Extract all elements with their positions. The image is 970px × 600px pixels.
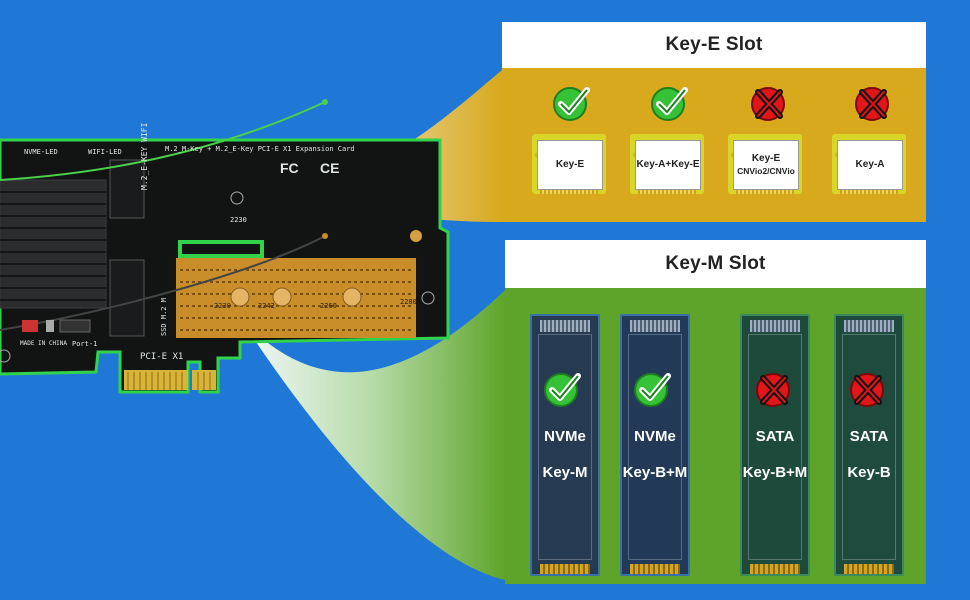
key-m-title: Key-M Slot bbox=[505, 240, 926, 288]
wifi-card: Key-E CNVio2/CNVio bbox=[728, 134, 802, 194]
port-label: Port-1 bbox=[72, 340, 98, 348]
wifi-m2-connector bbox=[109, 159, 145, 219]
wifi-card-sublabel: CNVio2/CNVio bbox=[737, 166, 795, 176]
screw-hole bbox=[230, 191, 244, 205]
size-2230-m-label: 2230 bbox=[214, 302, 231, 310]
nvme-led-label: NVME-LED bbox=[24, 148, 58, 156]
size-2260-label: 2260 bbox=[320, 302, 337, 310]
drive-key-label: Key-B bbox=[847, 464, 891, 481]
wifi-card: Key-A bbox=[832, 134, 906, 194]
size-2280-label: 2280 bbox=[400, 298, 417, 306]
check-icon bbox=[541, 368, 585, 417]
check-icon bbox=[550, 82, 594, 131]
key-e-title: Key-E Slot bbox=[502, 22, 926, 68]
heatsink bbox=[0, 179, 107, 309]
check-icon bbox=[648, 82, 692, 131]
antenna-wire bbox=[0, 101, 326, 181]
check-icon bbox=[631, 368, 675, 417]
cross-icon bbox=[751, 368, 795, 417]
made-in-label: MADE IN CHINA bbox=[20, 340, 67, 347]
screw-hole bbox=[421, 291, 435, 305]
cross-icon bbox=[850, 82, 894, 131]
ssd-drive: SATA Key-B bbox=[834, 314, 904, 576]
ce-mark: CE bbox=[320, 160, 340, 176]
standoff-2242 bbox=[230, 287, 250, 307]
standoff-2260 bbox=[272, 287, 292, 307]
drive-key-label: Key-B+M bbox=[742, 464, 808, 481]
size-2230-label: 2230 bbox=[230, 216, 247, 224]
wifi-card-label: Key-E bbox=[555, 159, 585, 170]
highlight-bar bbox=[178, 240, 264, 258]
ssd-drive: SATA Key-B+M bbox=[740, 314, 810, 576]
wifi-slot-label: M.2_E-KEY WIFI bbox=[140, 122, 149, 190]
wifi-card-label: Key-A+Key-E bbox=[636, 159, 700, 170]
led-component bbox=[22, 320, 38, 332]
ssd-m2-connector bbox=[109, 259, 145, 337]
drive-type-label: SATA bbox=[849, 428, 889, 445]
wifi-card: Key-E bbox=[532, 134, 606, 194]
drive-key-label: Key-B+M bbox=[622, 464, 688, 481]
ssd-mount-area bbox=[176, 258, 416, 338]
wifi-card-label: Key-A bbox=[855, 159, 885, 170]
wifi-card-label: Key-E bbox=[751, 153, 781, 164]
drive-key-label: Key-M bbox=[542, 464, 588, 481]
key-m-callout-beam bbox=[240, 290, 505, 580]
wifi-led-label: WIFI-LED bbox=[88, 148, 122, 156]
drive-type-label: NVMe bbox=[634, 428, 676, 445]
mount-hole bbox=[410, 230, 422, 242]
fc-mark: FC bbox=[280, 160, 299, 176]
cross-icon bbox=[746, 82, 790, 131]
pcie-label: PCI-E X1 bbox=[140, 352, 184, 362]
drive-type-label: SATA bbox=[755, 428, 795, 445]
standoff-2280 bbox=[342, 287, 362, 307]
ssd-slot-label: SSD M.2 M bbox=[160, 298, 168, 336]
cross-icon bbox=[845, 368, 889, 417]
drive-type-label: NVMe bbox=[544, 428, 586, 445]
card-title-silkscreen: M.2_M-Key + M.2_E-Key PCI-E X1 Expansion… bbox=[165, 145, 355, 153]
wifi-card: Key-A+Key-E bbox=[630, 134, 704, 194]
size-2242-label: 2242 bbox=[258, 302, 275, 310]
